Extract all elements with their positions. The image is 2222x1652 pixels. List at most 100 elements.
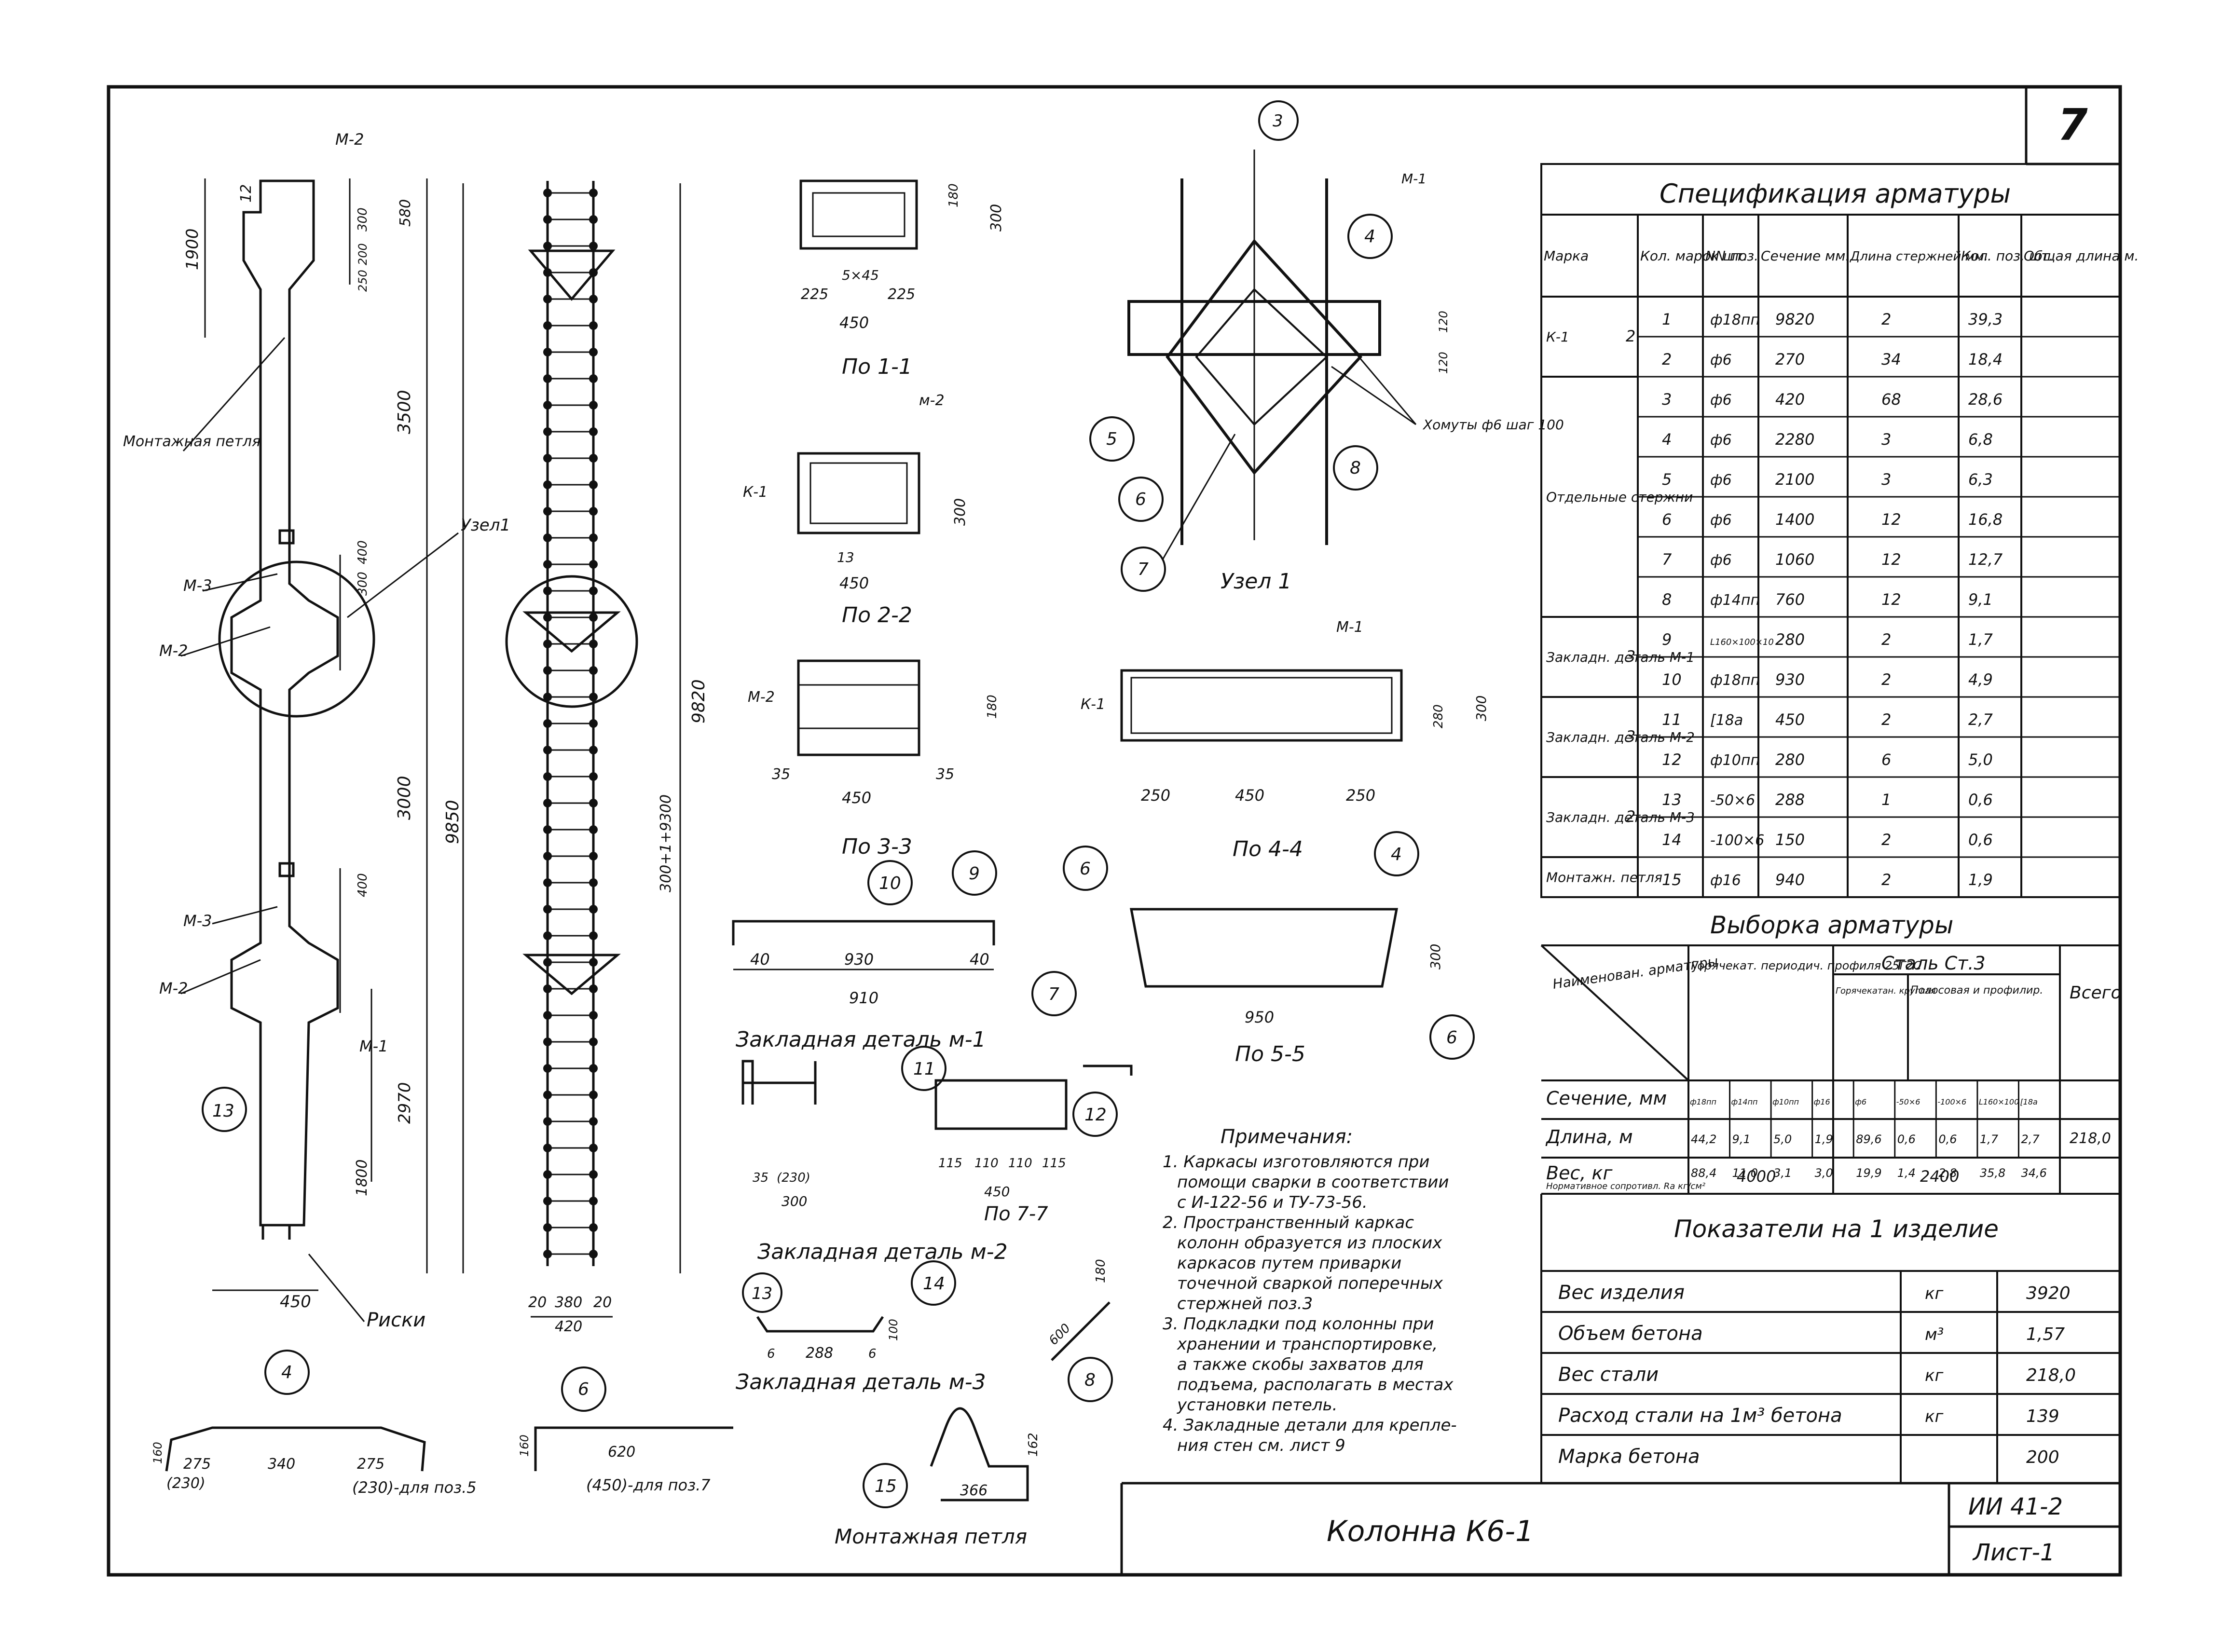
spec-row-qty: 12	[1881, 510, 1901, 529]
cage-node	[589, 587, 598, 595]
note-line: 4. Закладные детали для крепле-	[1163, 1416, 1457, 1435]
spec-group-mark: К-1	[1546, 329, 1569, 345]
view-po11: По 1-1	[842, 355, 912, 379]
callout-5-label: 5	[1106, 429, 1117, 449]
cage-node	[589, 189, 598, 197]
selection-row-label: Сечение, мм	[1546, 1088, 1667, 1109]
label-m1-col: М-1	[359, 1037, 388, 1055]
spec-row-qty: 34	[1881, 350, 1901, 369]
spec-row-total: 18,4	[1968, 350, 2003, 369]
view-po22: По 2-2	[842, 603, 912, 628]
cage-node	[589, 401, 598, 410]
indicator-name: Вес стали	[1558, 1364, 1659, 1386]
selection-section: ф16	[1814, 1097, 1830, 1106]
label-riski: Риски	[367, 1309, 425, 1331]
cage-node	[589, 1011, 598, 1020]
spec-row-total: 2,7	[1968, 710, 1993, 729]
cage-node	[543, 321, 552, 330]
spec-row-total: 9,1	[1968, 590, 1993, 609]
cage-node	[543, 1038, 552, 1046]
cage-node	[543, 746, 552, 754]
cage-node	[543, 666, 552, 675]
selection-row-label: Вес, кг	[1546, 1162, 1613, 1184]
dim-250-top: 250	[356, 270, 370, 292]
spec-group-count: 3	[1626, 727, 1635, 746]
cage-node	[543, 587, 552, 595]
spec-row-length: 1400	[1775, 510, 1814, 529]
dim-cage-380: 380	[555, 1294, 582, 1311]
callout-13-label: 13	[212, 1101, 234, 1121]
spec-row-section: -50×6	[1710, 792, 1755, 809]
spec-row-section: -100×6	[1710, 832, 1764, 849]
spec-row-qty: 2	[1881, 670, 1891, 689]
selection-cells: ф18пп44,288,4ф14пп9,111,0ф10пп5,03,1ф161…	[1690, 1080, 2047, 1180]
cage-node	[543, 772, 552, 781]
cage-node	[543, 1170, 552, 1179]
cage-node	[589, 1091, 598, 1099]
cage-node	[543, 905, 552, 914]
callout-8-node-label: 8	[1350, 458, 1361, 478]
selection-length: 0,6	[1897, 1133, 1916, 1146]
spec-row-qty: 2	[1881, 630, 1891, 649]
title-m1: Закладная деталь м-1	[736, 1027, 986, 1052]
cage-node	[543, 640, 552, 648]
spec-row-qty: 2	[1881, 710, 1891, 729]
indicators-title: Показатели на 1 изделие	[1674, 1215, 1999, 1243]
selection-group2: Сталь Ст.3	[1881, 953, 1986, 974]
spec-row-pos: 10	[1662, 670, 1682, 689]
cage-node	[543, 268, 552, 277]
selection-resistance-b: 2400	[1920, 1167, 1959, 1186]
dim-bar6-160: 160	[518, 1434, 531, 1457]
spec-row-total: 16,8	[1968, 510, 2003, 529]
selection-row-label: Длина, м	[1545, 1126, 1633, 1147]
dim-sec2-13: 13	[837, 549, 854, 565]
dim-m1-930: 930	[844, 950, 874, 969]
dim-sec1-180: 180	[946, 183, 961, 207]
cage-node	[589, 958, 598, 967]
dim-400-b: 400	[356, 873, 370, 897]
dim-m3-100: 100	[887, 1319, 900, 1341]
callout-14-label: 14	[923, 1274, 945, 1294]
callout-13	[202, 1087, 247, 1132]
spec-title: Спецификация арматуры	[1660, 178, 2011, 209]
spec-row-total: 1,9	[1968, 871, 1993, 889]
spec-row-pos: 7	[1662, 550, 1672, 569]
dim-sec1-5x45: 5×45	[842, 267, 879, 283]
cage-node	[543, 958, 552, 967]
spec-header-cell: NN поз.	[1705, 248, 1758, 264]
callout-14	[911, 1260, 956, 1306]
title-block	[1120, 1482, 2120, 1575]
spec-row-pos: 5	[1662, 470, 1672, 489]
callout-4-bar	[264, 1350, 310, 1395]
spec-row-pos: 9	[1662, 630, 1672, 649]
cage-node	[589, 1170, 598, 1179]
note-bar6: (450)-для поз.7	[586, 1476, 711, 1494]
spec-row-length: 9820	[1775, 310, 1814, 328]
cage-node	[589, 480, 598, 489]
label-m2-b: М-2	[159, 979, 188, 997]
dim-m2-450: 450	[984, 1184, 1010, 1200]
cage-node	[589, 215, 598, 224]
spec-group-count: 2	[1626, 807, 1635, 826]
callout-13b	[742, 1272, 782, 1313]
dim-cage-20-a: 20	[528, 1294, 547, 1311]
callout-6-sec5b	[1429, 1014, 1475, 1060]
label-m2-a: М-2	[159, 642, 188, 660]
cage-node	[543, 984, 552, 993]
spec-row-length: 280	[1775, 751, 1805, 769]
cage-node	[589, 1144, 598, 1152]
spec-row-length: 760	[1775, 590, 1805, 609]
view-po33: По 3-3	[842, 834, 912, 859]
cage-node	[589, 640, 598, 648]
cage-node	[543, 374, 552, 383]
cage-node	[543, 401, 552, 410]
cage-node	[543, 533, 552, 542]
dim-sec3-450: 450	[842, 789, 871, 807]
spec-row-pos: 11	[1662, 710, 1682, 729]
spec-row-pos: 1	[1662, 310, 1672, 328]
cage-node	[589, 507, 598, 516]
